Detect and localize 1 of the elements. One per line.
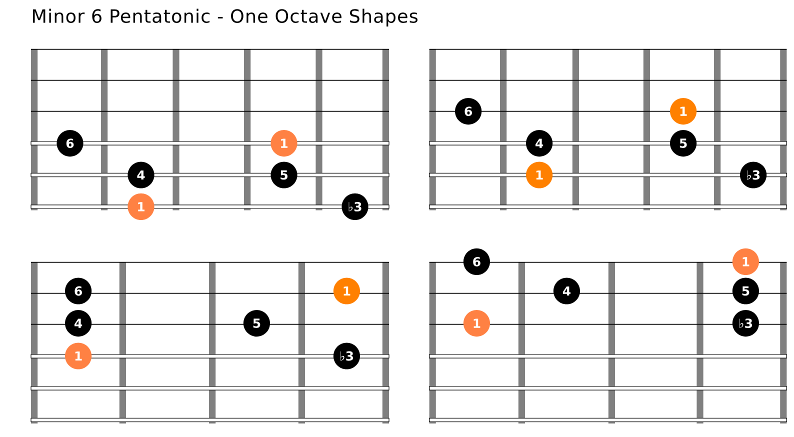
title: Minor 6 Pentatonic - One Octave Shapes: [33, 8, 418, 27]
